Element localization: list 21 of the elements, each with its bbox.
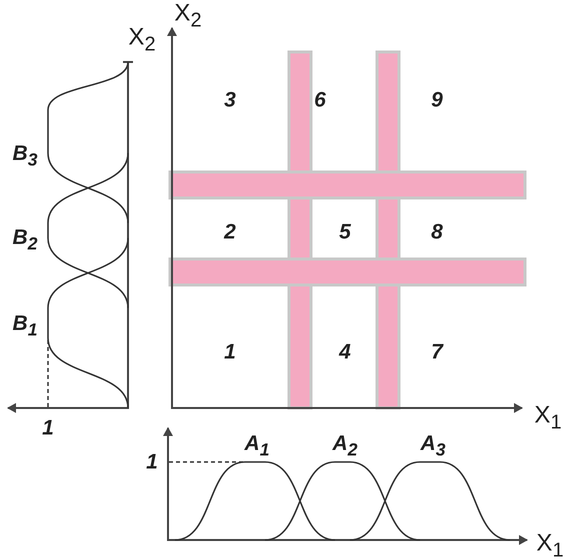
fuzzy-set-label: A$_{2}$ [332, 433, 358, 459]
region-number: 9 [431, 90, 443, 110]
axis-label: X$_{1}$ [536, 532, 564, 559]
region-number: 4 [339, 342, 351, 362]
region-number: 2 [224, 222, 236, 242]
fuzzy-set-label: B$_{1}$ [12, 313, 38, 339]
axis-label: X$_{2}$ [128, 26, 156, 54]
tick-label: 1 [146, 452, 158, 472]
region-number: 3 [224, 90, 236, 110]
region-number: 1 [224, 342, 236, 362]
region-number: 8 [431, 222, 443, 242]
region-number: 5 [339, 222, 351, 242]
region-number: 6 [314, 90, 326, 110]
fuzzy-set-label: B$_{2}$ [12, 227, 38, 253]
region-number: 7 [431, 342, 443, 362]
axis-label: X$_{2}$ [174, 2, 202, 30]
fuzzy-set-label: B$_{3}$ [12, 143, 38, 169]
tick-label: 1 [42, 418, 54, 438]
fuzzy-set-label: A$_{1}$ [244, 433, 270, 459]
fuzzy-set-label: A$_{3}$ [420, 433, 446, 459]
axis-label: X$_{1}$ [534, 404, 562, 432]
